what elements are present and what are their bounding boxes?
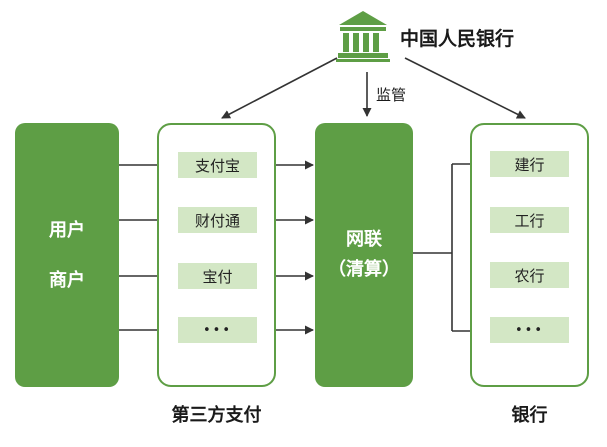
third-party-item-more: •••	[178, 317, 257, 343]
clearing-subtitle: （清算）	[328, 259, 400, 280]
supervision-label: 监管	[376, 86, 407, 104]
clearing-box: 网联 （清算）	[315, 123, 413, 387]
users-label: 用户	[49, 220, 85, 241]
banks-caption: 银行	[511, 405, 548, 426]
supervision-arrow-banks	[404, 57, 526, 119]
third-party-item-alipay: 支付宝	[178, 152, 257, 178]
third-party-item-baofoo: 宝付	[178, 263, 257, 289]
bank-item-icbc: 工行	[490, 207, 569, 233]
bank-building-icon	[336, 11, 390, 62]
banks-group	[470, 123, 589, 387]
bank-item-more: •••	[490, 317, 569, 343]
third-party-caption: 第三方支付	[171, 405, 262, 426]
third-party-item-tenpay: 财付通	[178, 207, 257, 233]
bank-item-ccb: 建行	[490, 151, 569, 177]
bank-item-abc: 农行	[490, 262, 569, 288]
supervision-arrow-third-party	[221, 57, 338, 119]
users-merchants-box: 用户 商户	[15, 123, 119, 387]
merchants-label: 商户	[49, 270, 85, 291]
clearing-title: 网联	[346, 229, 382, 250]
central-bank-label: 中国人民银行	[400, 28, 515, 50]
